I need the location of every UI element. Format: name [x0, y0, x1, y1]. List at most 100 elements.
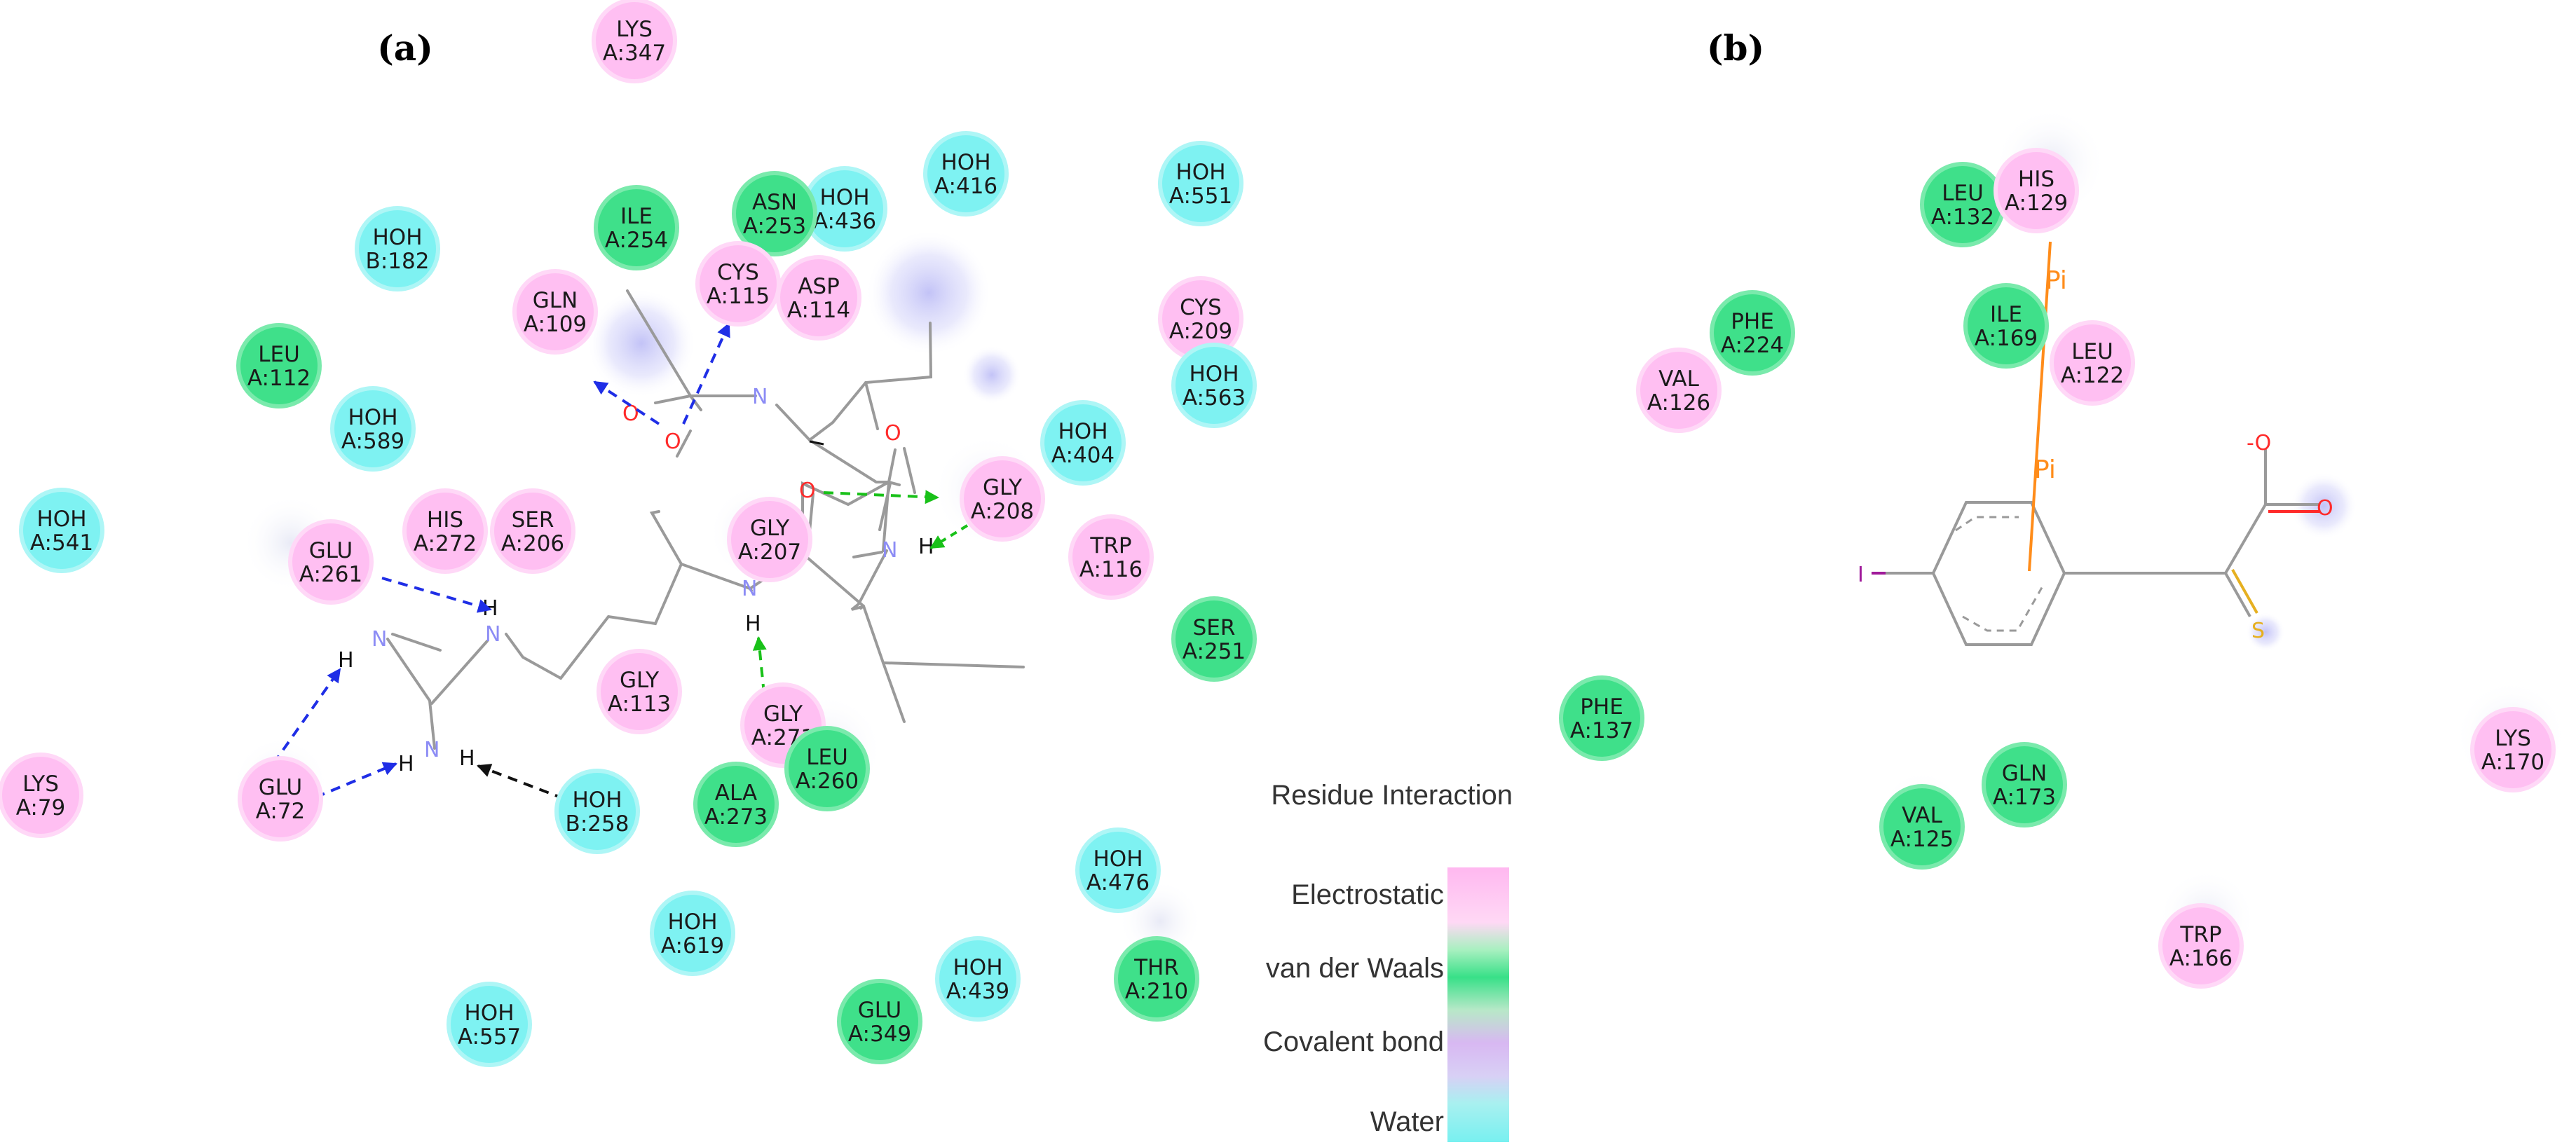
residue-disc: [512, 269, 598, 355]
residue-name: TRP: [2179, 922, 2221, 947]
residue-id: A:79: [16, 795, 66, 820]
hbond-line: [823, 490, 939, 504]
residue-name: HOH: [667, 909, 717, 935]
atom-sulfur: S: [2251, 619, 2265, 643]
residue-id: A:129: [2005, 191, 2068, 216]
residue-disc: [1559, 675, 1644, 761]
residue-disc: [355, 206, 440, 291]
residue-disc: [554, 769, 640, 854]
residue-id: A:109: [524, 312, 587, 337]
residue-id: A:207: [738, 540, 801, 565]
residue-name: LEU: [258, 342, 300, 367]
residue-id: A:209: [1169, 319, 1232, 344]
legend-item-electrostatic: Electrostatic: [1291, 879, 1444, 910]
residue-disc: [693, 762, 779, 847]
residue-disc: [1068, 514, 1154, 600]
aromatic-bonds: [1955, 516, 2019, 532]
residue-id: A:589: [341, 429, 404, 454]
panel-label-b: (b): [1707, 27, 1764, 69]
bond: [386, 638, 431, 702]
residue-name: HOH: [372, 225, 422, 250]
bond: [749, 587, 753, 592]
residue-disc: [330, 386, 416, 472]
residue-disc: [490, 488, 575, 574]
residue-name: LYS: [22, 771, 59, 797]
residue-name: TRP: [1089, 533, 1131, 558]
residue-disc: [1171, 343, 1257, 428]
hbond-line: [381, 577, 492, 613]
residue-id: A:170: [2481, 750, 2544, 775]
residue-id: B:182: [366, 249, 430, 274]
atom-oxygen: O: [622, 401, 639, 426]
atom-nitrogen: N: [882, 538, 897, 563]
residue-disc: [1879, 784, 1965, 870]
residue-disc: [447, 982, 532, 1067]
residue-name: ILE: [620, 204, 653, 229]
hbond-line: [315, 762, 397, 799]
residue-id: A:541: [30, 530, 93, 556]
residue-name: HOH: [819, 185, 869, 210]
bond: [859, 605, 865, 610]
residue-disc: [597, 649, 682, 734]
residue-name: THR: [1133, 955, 1179, 980]
bond: [2224, 572, 2251, 617]
residue-layer: LYSA:347HOHA:416HOHA:551HOHA:436ASNA:253…: [0, 0, 2556, 1067]
bond: [850, 549, 888, 611]
residue-disc: [1040, 400, 1126, 486]
residue-id: A:551: [1169, 184, 1232, 209]
residue-disc: [0, 753, 83, 838]
residue-name: CYS: [717, 260, 759, 285]
residue-id: A:619: [661, 933, 724, 959]
atom-oxygen: O: [799, 479, 816, 503]
residue-disc: [732, 171, 817, 256]
residue-name: LYS: [616, 17, 653, 42]
residue-disc: [1982, 742, 2067, 827]
bond: [864, 381, 879, 430]
residue-id: A:254: [605, 228, 668, 253]
residue-name: ILE: [1990, 302, 2022, 327]
residue-id: A:251: [1183, 639, 1246, 664]
residue-id: A:169: [1975, 326, 2038, 351]
atom-hydrogen: H: [338, 648, 354, 673]
residue-name: GLY: [983, 475, 1022, 500]
bond: [689, 394, 702, 411]
atom-oxygen-minus: -O: [2247, 431, 2271, 455]
residue-name: HOH: [572, 788, 622, 813]
residue-id: A:122: [2061, 363, 2124, 388]
panel-label-a: (a): [377, 27, 433, 69]
residue-name: VAL: [1658, 366, 1699, 392]
atom-oxygen: O: [885, 421, 901, 446]
residue-id: B:258: [566, 811, 629, 837]
atom-nitrogen: N: [742, 577, 757, 601]
solvent-shadow: [2290, 472, 2357, 540]
legend-item-vdw: van der Waals: [1266, 953, 1444, 984]
residue-id: A:206: [501, 531, 564, 556]
residue-disc: [236, 323, 322, 408]
residue-name: LEU: [806, 745, 848, 770]
residue-disc: [1158, 141, 1243, 226]
residue-disc: [238, 756, 323, 842]
bond: [676, 430, 692, 458]
bond: [878, 482, 892, 531]
